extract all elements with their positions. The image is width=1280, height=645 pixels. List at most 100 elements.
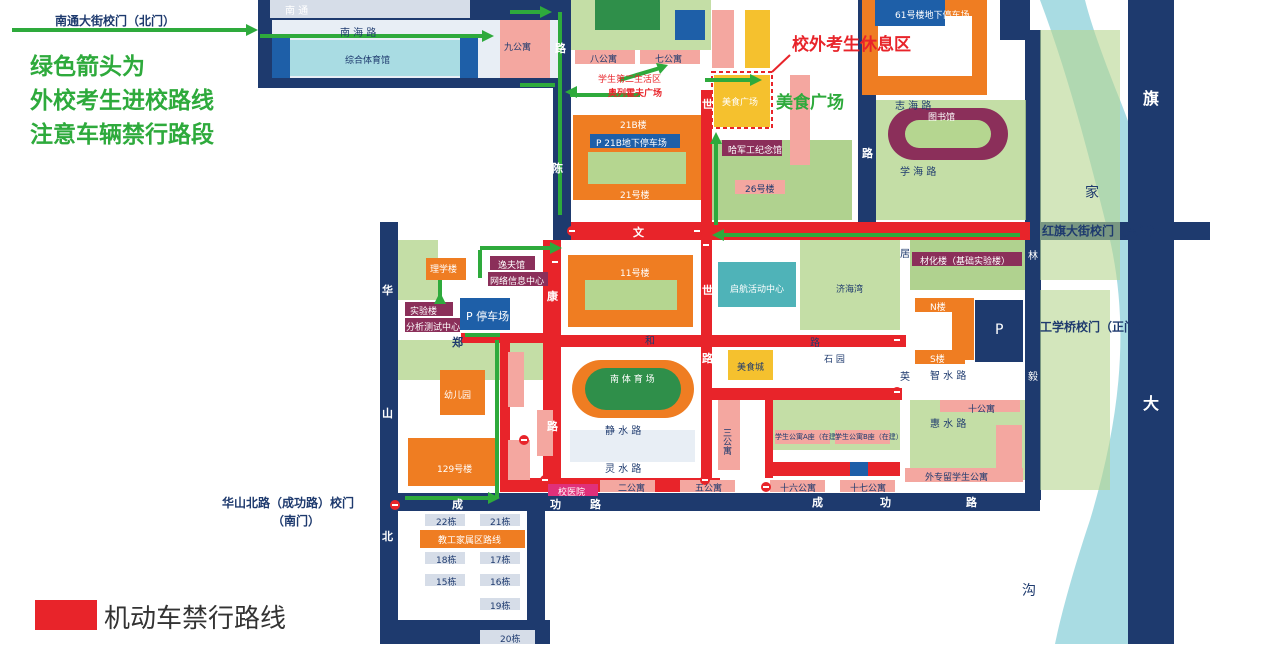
label-apt9: 九公寓 <box>504 43 532 53</box>
apt4 <box>537 410 553 456</box>
label-b22: 22栋 <box>436 518 457 528</box>
label-science: 理学楼 <box>430 265 458 275</box>
red-h-wen <box>571 222 706 240</box>
student-b <box>835 430 890 444</box>
label-hospital: 校医院 <box>558 488 586 498</box>
road-label-cheng-2: 功 <box>550 498 561 511</box>
label-b17: 17栋 <box>490 556 511 566</box>
stadium-south-field <box>585 368 681 410</box>
road-label-shiji-3: 路 <box>702 352 713 365</box>
legend-line-2: 外校考生进校路线 <box>30 88 214 114</box>
apt7 <box>640 50 700 64</box>
rest-area-label: 校外考生休息区 <box>792 35 911 55</box>
label-activity: 启航活动中心 <box>730 285 785 295</box>
road-nanhai-v <box>258 20 272 88</box>
rest-area-pointer <box>771 54 791 73</box>
foreign <box>905 468 1023 482</box>
label-apt8: 八公寓 <box>590 55 618 65</box>
apt5 <box>680 480 735 492</box>
road-label-cheng-1: 成 <box>452 498 463 511</box>
bld-26 <box>735 180 785 194</box>
library-inner <box>905 120 991 148</box>
label-apt3: 三公寓 <box>721 428 731 455</box>
parking-top <box>675 10 705 40</box>
apt-top-left <box>270 0 470 18</box>
food-plaza <box>714 75 770 127</box>
kindergarten <box>440 370 485 415</box>
label-p21b: P 21B地下停车场 <box>596 139 667 149</box>
green-c <box>800 240 900 330</box>
food-city <box>728 350 773 380</box>
road-label-zheng: 郑 <box>452 336 463 349</box>
label-b20: 20栋 <box>500 635 521 645</box>
red-h-he <box>561 335 906 347</box>
b16 <box>480 574 520 586</box>
road-hongqi <box>1128 0 1174 644</box>
parking-61 <box>875 0 945 26</box>
parking-lot-w <box>460 298 510 330</box>
label-b18: 18栋 <box>436 556 457 566</box>
bld-129 <box>408 438 496 486</box>
road-label-hua: 华 <box>382 284 393 297</box>
b19 <box>480 598 520 610</box>
label-apt2: 二公寓 <box>618 484 646 494</box>
apt10e <box>940 400 1020 412</box>
apt17 <box>840 480 895 492</box>
road-label-he: 和 <box>645 336 655 347</box>
label-b21n: 21号楼 <box>620 191 650 201</box>
label-student-area: 学生第二生活区 <box>598 75 662 85</box>
label-b11: 11号楼 <box>620 269 650 279</box>
road-label-he-lu: 路 <box>810 338 820 349</box>
no-entry-icons <box>390 226 902 510</box>
apt8 <box>575 50 635 64</box>
green-arrowheads <box>246 6 762 504</box>
materials <box>912 252 1022 266</box>
road-top-right <box>1000 0 1030 40</box>
road-label-hongqi-da: 大 <box>1143 394 1160 413</box>
road-label-ju: 居 <box>900 249 910 260</box>
harbin-memorial <box>722 140 782 156</box>
apt2 <box>600 480 655 492</box>
label-b16: 16栋 <box>490 578 511 588</box>
label-apt16: 十六公寓 <box>780 484 817 494</box>
label-b61: 61号楼地下停车场 <box>895 11 970 21</box>
b17 <box>480 552 520 564</box>
legend-line-3: 注意车辆禁行路段 <box>30 122 214 148</box>
gate-south-1: 华山北路（成功路）校门 <box>222 496 355 510</box>
red-v-low <box>765 388 773 478</box>
yifu <box>490 256 535 270</box>
label-apt5: 五公寓 <box>695 484 723 494</box>
road-label-cheng-4: 成 <box>812 496 823 509</box>
main-bld-c <box>952 298 974 360</box>
label-lab: 实验楼 <box>410 307 438 317</box>
gate-main: 工学桥校门（正门） <box>1040 320 1149 334</box>
intl <box>996 425 1022 475</box>
apt14 <box>508 352 524 407</box>
road-label-xuehai: 学 海 路 <box>900 167 937 178</box>
red-h-east <box>712 222 1030 240</box>
label-b21: 21B楼 <box>620 121 647 131</box>
road-label-cheng-3: 路 <box>590 498 601 511</box>
label-b26: 26号楼 <box>745 185 775 195</box>
label-food-city: 美食城 <box>737 363 765 373</box>
legend-red-swatch <box>35 600 97 630</box>
main-bld-s <box>915 350 965 364</box>
road-label-hongqi-jia: 家 <box>1085 185 1099 201</box>
rest-area-box <box>711 71 773 129</box>
label-parking-main: P <box>995 322 1004 338</box>
road-label-hongqi-qi: 旗 <box>1143 89 1160 108</box>
parking-nw <box>272 38 290 78</box>
road-label-kang: 康 <box>547 290 558 303</box>
label-apt10e: 十公寓 <box>968 405 996 415</box>
road-label-shan: 山 <box>382 407 393 420</box>
label-harbin: 哈军工纪念馆 <box>728 146 783 156</box>
road-label-lu-n: 路 <box>555 42 566 55</box>
label-olympic: 奥列霍夫广场 <box>608 89 663 99</box>
b20 <box>480 630 535 644</box>
road-label-lin: 林 <box>1028 251 1038 262</box>
food-plaza-label: 美食广场 <box>776 93 844 113</box>
label-kindergarten: 幼儿园 <box>444 391 472 401</box>
green-arrows <box>12 10 1020 500</box>
legend-line-1: 绿色箭头为 <box>30 54 145 80</box>
